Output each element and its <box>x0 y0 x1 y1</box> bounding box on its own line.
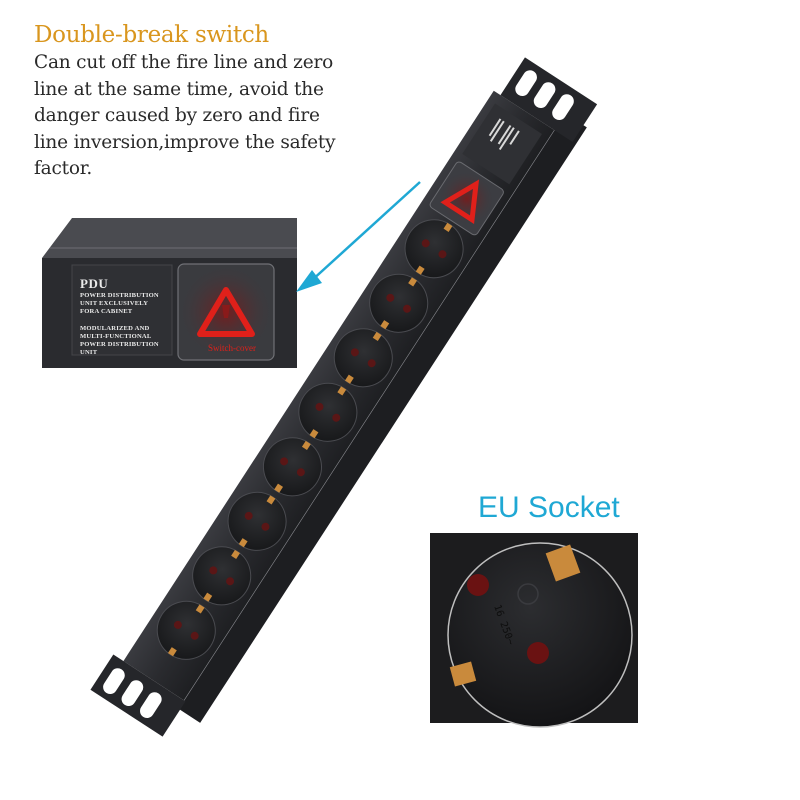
callout-title: Double-break switch <box>34 22 269 48</box>
switch-cover-label: Switch-cover <box>208 343 256 353</box>
pdu-label-panel: PDU POWER DISTRIBUTION UNIT EXCLUSIVELY … <box>80 276 159 357</box>
pdu-line: UNIT <box>80 349 98 356</box>
pdu-line: UNIT EXCLUSIVELY <box>80 300 149 307</box>
description-line: Can cut off the fire line and zero <box>34 52 334 73</box>
pdu-heading: PDU <box>80 276 109 291</box>
description-line: danger caused by zero and fire <box>34 105 320 126</box>
callout-description: Can cut off the fire line and zero line … <box>34 50 394 183</box>
eu-socket-label: EU Socket <box>478 491 620 524</box>
eu-socket-closeup: 16 250~ <box>430 533 638 728</box>
pdu-line: MULTI-FUNCTIONAL <box>80 333 152 340</box>
description-line: line at the same time, avoid the <box>34 78 324 100</box>
description-line: factor. <box>34 158 93 179</box>
pdu-line: POWER DISTRIBUTION <box>80 292 159 299</box>
pdu-line: FORA CABINET <box>80 308 133 315</box>
description-line: line inversion,improve the safety <box>34 131 336 153</box>
socket-row <box>156 219 464 660</box>
pdu-line: POWER DISTRIBUTION <box>80 341 159 348</box>
pdu-strip <box>90 57 598 737</box>
pdu-line: MODULARIZED AND <box>80 325 150 332</box>
warning-triangle-icon <box>197 287 255 337</box>
switch-closeup-inset <box>42 218 297 368</box>
pointer-arrow <box>296 181 421 292</box>
